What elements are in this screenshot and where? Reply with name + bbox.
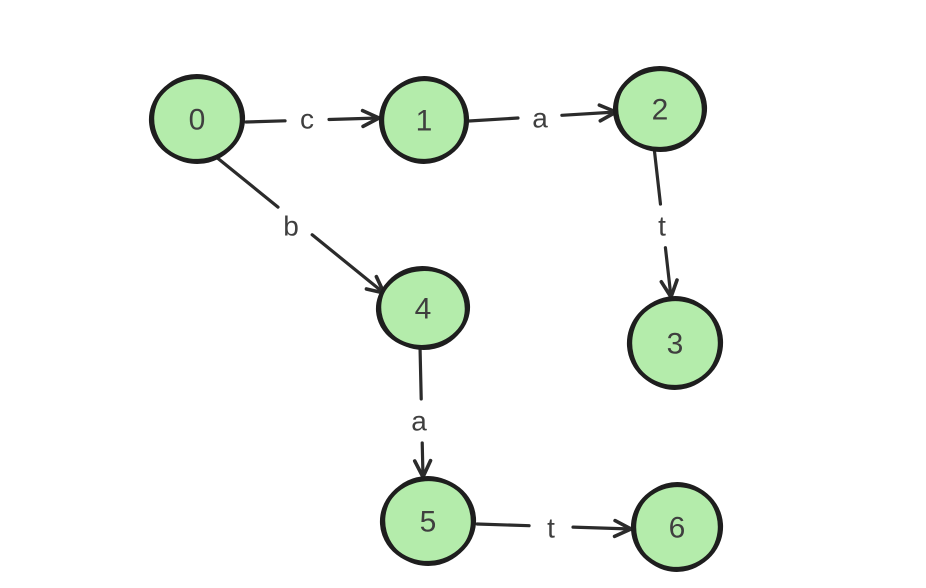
graph-node-1[interactable]: 1 [378,73,471,167]
edge-line [208,150,280,209]
graph-edge-0-1[interactable]: c [244,104,381,135]
edge-line [467,116,520,123]
graph-edge-2-3[interactable]: t [652,145,679,299]
edge-label-0-4: b [283,211,299,242]
arrowhead-icon [659,280,673,299]
edge-label-5-6: t [547,513,555,544]
graph-node-3[interactable]: 3 [625,293,724,394]
graph-edge-5-6[interactable]: t [475,513,633,544]
edge-line [327,116,381,122]
arrowhead-icon [612,527,633,539]
node-circle-overstroke [151,73,243,165]
node-circle-overstroke [632,482,722,572]
node-label-0: 0 [189,104,206,137]
arrowhead-icon [669,278,679,299]
node-circle-overstroke [382,475,474,567]
edge-label-1-2: a [532,103,548,134]
edge-label-2-3: t [658,211,666,242]
node-label-6: 6 [669,512,686,545]
node-label-5: 5 [420,506,437,539]
edge-line [560,110,618,117]
arrowhead-icon [361,116,381,129]
edge-line [244,119,287,124]
edge-line [652,145,663,206]
arrowhead-icon [360,108,381,120]
edge-line [310,233,386,295]
graph-edge-0-4[interactable]: b [208,150,386,295]
graph-edge-1-2[interactable]: a [467,103,618,134]
graph-node-0[interactable]: 0 [148,71,247,168]
node-circle-overstroke [378,265,468,351]
edge-label-0-1: c [300,104,314,135]
graph-edge-4-5[interactable]: a [411,344,433,479]
edge-line [418,344,423,401]
edge-line [475,522,531,528]
node-circle-overstroke [615,65,705,153]
edge-line [571,525,633,531]
edge-line [420,441,425,479]
arrowhead-icon [613,518,633,531]
graph-node-4[interactable]: 4 [375,263,471,354]
graph-node-5[interactable]: 5 [379,473,478,570]
graph-node-2[interactable]: 2 [612,63,708,156]
node-circle-overstroke [380,76,468,164]
edge-label-4-5: a [411,406,427,437]
arrowhead-icon [412,459,425,479]
node-label-2: 2 [652,94,669,127]
edge-line [663,246,673,299]
node-circle-overstroke [628,296,722,390]
node-label-1: 1 [416,105,433,138]
arrowhead-icon [421,458,433,479]
graph-node-6[interactable]: 6 [630,479,725,575]
node-label-3: 3 [667,328,684,361]
node-label-4: 4 [415,293,432,326]
